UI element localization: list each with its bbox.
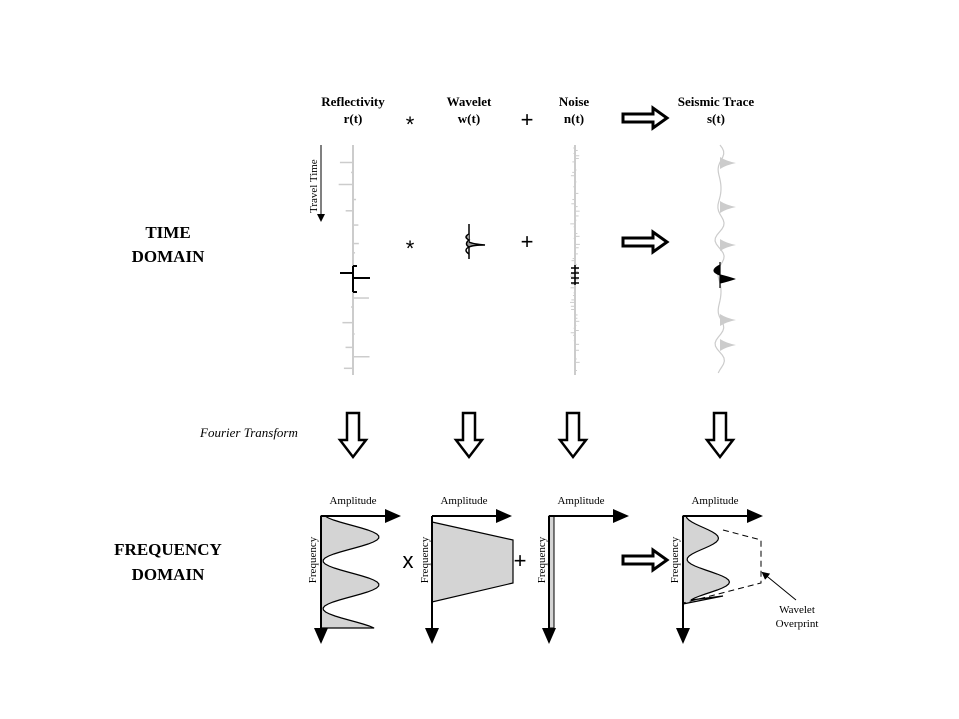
fourier-down-arrow-icon: [704, 411, 736, 460]
spectrum-fill: [682, 515, 731, 605]
seismic-lobe: [720, 339, 736, 351]
result-arrow-icon: [621, 105, 670, 131]
time-domain-label-line2: DOMAIN: [132, 247, 205, 266]
amplitude-label: Amplitude: [440, 495, 487, 507]
reflectivity-title: Reflectivity: [321, 94, 385, 109]
fourier-transform-label: Fourier Transform: [199, 425, 298, 440]
wavelet-trace: [465, 224, 486, 259]
frequency-domain-label-line2: DOMAIN: [132, 565, 205, 584]
wavelet-overprint-outline: [682, 529, 762, 604]
noise-trace: [570, 145, 580, 375]
amplitude-label: Amplitude: [329, 495, 376, 507]
overprint-label-line2: Overprint: [776, 618, 819, 630]
frequency-label: Frequency: [669, 536, 681, 583]
amplitude-label: Amplitude: [691, 495, 738, 507]
amplitude-label: Amplitude: [557, 495, 604, 507]
plus-operator-frequency: +: [514, 548, 527, 573]
seismic-lobe: [720, 314, 736, 326]
frequency-domain-label-line1: FREQUENCY: [114, 540, 222, 559]
noise-symbol: n(t): [564, 111, 584, 126]
convolve-operator-time: *: [406, 236, 415, 261]
plus-operator-time: +: [521, 229, 534, 254]
spectrum-fill: [431, 521, 514, 603]
highlighted-spike: [340, 265, 370, 293]
reflectivity-trace: [338, 145, 370, 375]
seismic-title: Seismic Trace: [678, 94, 755, 109]
highlighted-noise: [571, 265, 579, 285]
seismic-trace: [713, 144, 736, 374]
seismic-lobe: [720, 157, 736, 169]
multiply-operator: x: [403, 548, 414, 573]
plus-operator: +: [521, 107, 534, 132]
travel-time-label: Travel Time: [308, 159, 320, 213]
frequency-label: Frequency: [536, 536, 548, 583]
seismic-lobe: [720, 239, 736, 251]
fourier-down-arrow-icon: [557, 411, 589, 460]
seismic-symbol: s(t): [707, 111, 725, 126]
time-result-arrow-icon: [621, 229, 670, 255]
frequency-result-arrow-icon: [621, 547, 670, 573]
time-domain-label-line1: TIME: [145, 223, 190, 242]
highlighted-wavelet: [713, 262, 736, 288]
frequency-label: Frequency: [307, 536, 319, 583]
frequency-label: Frequency: [419, 536, 431, 583]
convolve-operator: *: [406, 112, 415, 137]
seismic-lobe: [720, 201, 736, 213]
fourier-down-arrow-icon: [453, 411, 485, 460]
seismic-waveform: [714, 144, 725, 374]
noise-title: Noise: [559, 94, 590, 109]
reflectivity-symbol: r(t): [344, 111, 363, 126]
wavelet-title: Wavelet: [447, 94, 492, 109]
spectrum-fill: [320, 515, 380, 629]
travel-time-axis: Travel Time: [308, 145, 325, 222]
overprint-label-line1: Wavelet: [779, 604, 815, 616]
wavelet-symbol: w(t): [458, 111, 480, 126]
wavelet-overprint-callout: Wavelet Overprint: [761, 571, 819, 630]
fourier-down-arrow-icon: [337, 411, 369, 460]
